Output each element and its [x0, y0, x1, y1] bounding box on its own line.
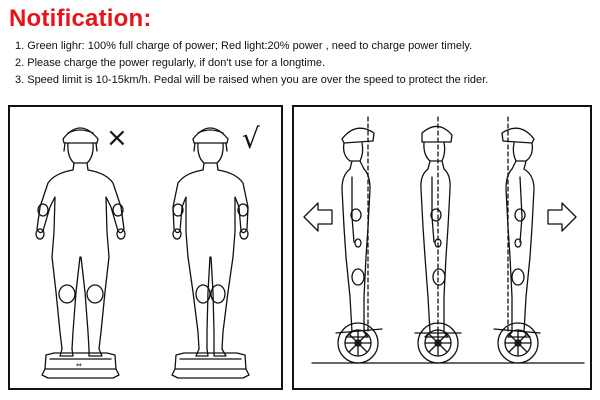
notification-list: 1. Green lighr: 100% full charge of powe… [15, 38, 488, 89]
wrong-stance-rider-figure [35, 127, 126, 357]
hoverboard-front-view-1 [41, 352, 120, 379]
note-charge-lights: 1. Green lighr: 100% full charge of powe… [15, 40, 473, 52]
correct-stance-rider-figure [172, 127, 249, 357]
hoverboard-side-view-3 [493, 322, 541, 364]
wrong-mark-icon: × [106, 123, 128, 153]
note-charge-regularly: 2. Please charge the power regularly, if… [15, 57, 326, 69]
note-speed-limit: 3. Speed limit is 10-15km/h. Pedal will … [15, 74, 489, 86]
notification-title: Notification: [9, 5, 152, 32]
arrow-right-icon [547, 202, 577, 232]
lean-illustration [303, 116, 585, 364]
rider-leaning-backward-figure [341, 116, 375, 338]
arrow-left-icon [303, 202, 333, 232]
hoverboard-side-view-1 [335, 322, 383, 364]
rider-upright-figure [420, 116, 453, 338]
lean-direction-panel [292, 105, 592, 390]
correct-mark-icon: √ [242, 122, 260, 155]
stance-illustration-panel: × √ [8, 105, 283, 390]
hoverboard-side-view-2 [414, 322, 462, 364]
hoverboard-front-view-2 [171, 352, 250, 379]
stance-illustration: ⇔ [35, 127, 250, 379]
board-direction-icon: ⇔ [76, 361, 82, 369]
rider-leaning-forward-figure [501, 116, 535, 338]
